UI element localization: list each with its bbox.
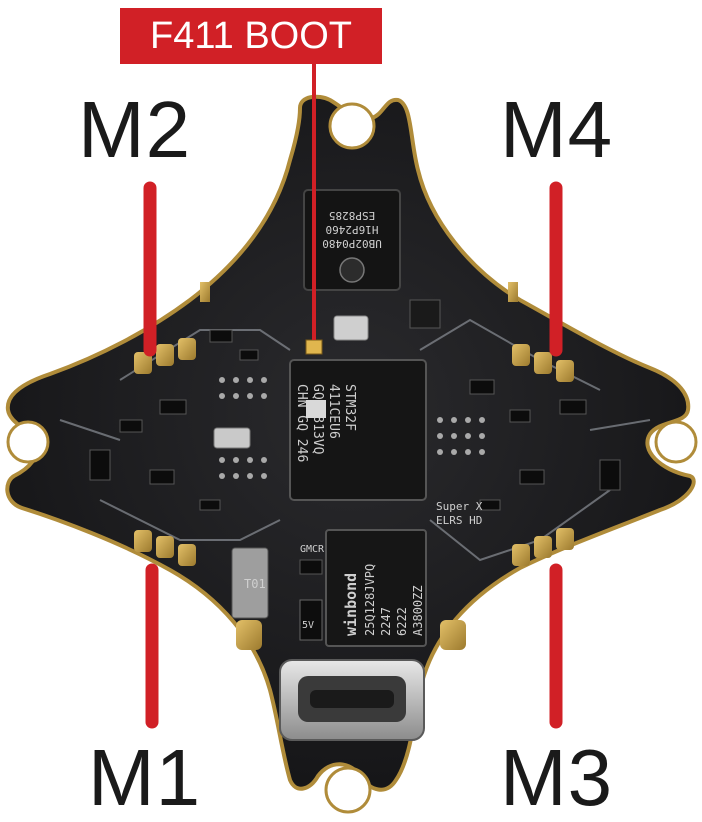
- mcu-line-4: CHN GQ 246: [294, 384, 309, 462]
- rf-chip-line-2: H16P2460: [326, 223, 379, 236]
- edge-pads: [200, 282, 518, 650]
- regulator-mark: GMCR: [300, 544, 325, 555]
- usb-connector: [279, 659, 425, 741]
- crystal: [333, 315, 369, 341]
- motor-pads-m3: [512, 528, 574, 566]
- mount-hole-left: [6, 420, 50, 464]
- motor-label-m3: M3: [500, 733, 614, 822]
- mcu-line-3: GQ2E813VQ: [310, 384, 325, 455]
- via-grid-left: [219, 377, 267, 479]
- mount-hole-top: [328, 102, 376, 150]
- board-mark-rx: ELRS HD: [436, 514, 482, 527]
- board-mark-model: Super X: [436, 500, 483, 513]
- motor-label-m4: M4: [500, 85, 614, 174]
- mcu-line-1: STM32F: [342, 384, 357, 431]
- motor-indicators: [143, 181, 563, 729]
- mount-hole-right: [654, 420, 698, 464]
- rf-chip: ESP8285 H16P2460 UB02P0480: [303, 189, 401, 291]
- inductor-mark: T01: [244, 577, 266, 591]
- flash-line-1: winbond: [342, 573, 360, 636]
- rf-chip-line-1: ESP8285: [329, 209, 375, 222]
- smd-components: [89, 299, 621, 575]
- diode-mark: 5V: [302, 620, 314, 631]
- motor-pads-m1: [134, 530, 196, 566]
- inductor: [231, 547, 269, 619]
- motor-label-m1: M1: [88, 733, 202, 822]
- boot-pad: [305, 339, 323, 355]
- mcu-line-2: 411CEU6: [326, 384, 341, 439]
- small-crystal: [213, 427, 251, 449]
- st-logo-icon: [306, 400, 326, 418]
- flash-line-5: A3800ZZ: [411, 585, 425, 636]
- motor-label-m2: M2: [78, 85, 192, 174]
- mount-hole-bottom: [324, 766, 372, 814]
- boot-callout-label: F411 BOOT: [120, 8, 382, 64]
- rf-chip-line-3: UB02P0480: [322, 237, 382, 250]
- mcu-chip: STM32F 411CEU6 GQ2E813VQ CHN GQ 246: [289, 359, 427, 501]
- flash-line-2: 25Q128JVPQ: [363, 564, 377, 636]
- motor-pads-m2: [134, 338, 196, 374]
- diode: [299, 599, 323, 641]
- flash-line-3: 2247: [379, 607, 393, 636]
- motor-pads-m4: [512, 344, 574, 382]
- via-grid-right: [437, 417, 485, 455]
- pcb-board: ESP8285 H16P2460 UB02P0480 STM32F 411CEU…: [5, 94, 698, 814]
- flash-line-4: 6222: [395, 607, 409, 636]
- flash-chip: winbond 25Q128JVPQ 2247 6222 A3800ZZ: [325, 529, 427, 647]
